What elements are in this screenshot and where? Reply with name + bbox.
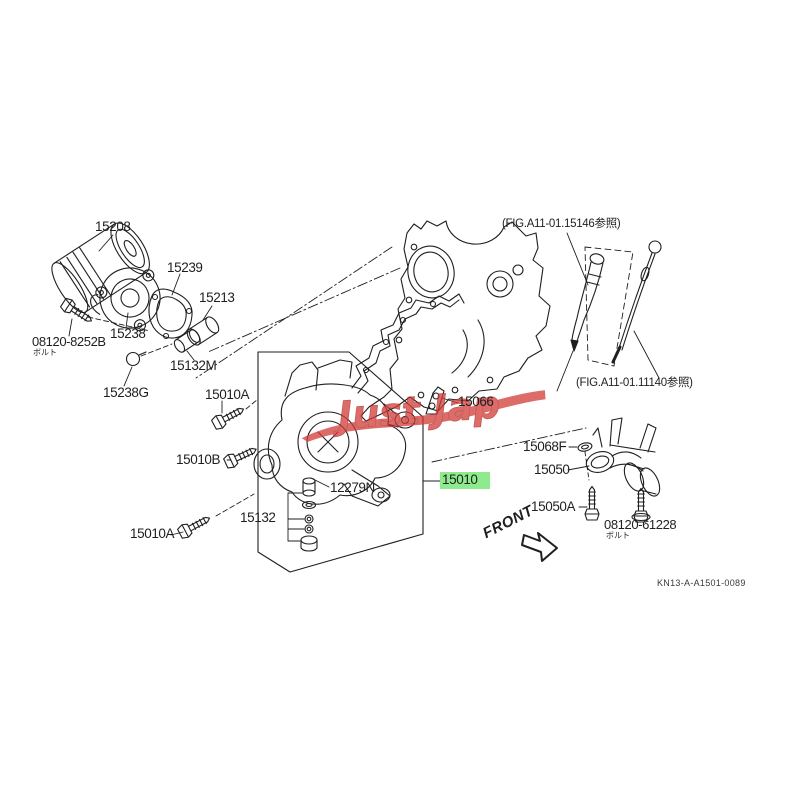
part-label-15010a-top: 15010A [205, 387, 250, 402]
bolt-15010a-bottom-drawing [176, 511, 214, 541]
oil-strainer-drawing [577, 417, 661, 497]
part-label-15010-highlighted: 15010 [440, 472, 490, 489]
oil-filter-drawing [51, 222, 150, 314]
pump-panel-outline [257, 351, 424, 573]
gasket-drawing [148, 288, 193, 340]
watermark: Just Jap [301, 382, 546, 442]
part-label-15010a-bottom: 15010A [130, 526, 175, 541]
bolt-08120-61228-drawing [631, 487, 651, 523]
dipstick-drawing [611, 240, 662, 364]
front-arrow [521, 532, 558, 562]
relief-valve-stack-drawing [287, 477, 318, 552]
part-label-15066: 15066 [458, 394, 494, 409]
part-label-15213: 15213 [199, 290, 235, 305]
part-label-15068f: 15068F [523, 439, 567, 454]
construction-lines [195, 246, 587, 463]
drawing-code: KN13-A-A1501-0089 [657, 578, 746, 588]
part-label-15238: 15238 [110, 326, 146, 341]
dipstick-dash-box [584, 246, 634, 367]
part-label-15132m: 15132M [170, 358, 217, 373]
part-label-15010b: 15010B [176, 452, 221, 467]
part-label-12279n: 12279N [330, 480, 375, 495]
watermark-text: Just Jap [330, 382, 502, 438]
dipstick-tube-drawing [556, 253, 605, 392]
part-label-08120-8252b: 08120-8252B [32, 334, 106, 349]
part-label-15208: 15208 [95, 219, 131, 234]
oil-pump-body-drawing [253, 359, 416, 507]
engine-block-drawing [360, 220, 551, 422]
short-dash-lines [87, 316, 259, 517]
part-label-15132: 15132 [240, 510, 276, 525]
bolt-note-left: ボルト [33, 348, 57, 357]
cap-15238g-drawing [125, 351, 147, 367]
bolt-15050a-drawing [584, 485, 600, 521]
leader-lines [68, 232, 660, 536]
filter-bracket-drawing [90, 267, 161, 332]
part-label-15238g: 15238G [103, 385, 149, 400]
part-label-15239: 15239 [167, 260, 203, 275]
part-label-15050a: 15050A [531, 499, 576, 514]
fig-reference-top: (FIG.A11-01.15146参照) [502, 218, 621, 230]
bolt-15010a-top-drawing [210, 402, 248, 432]
front-cover-gasket-drawing [351, 293, 465, 415]
bolt-note-right: ボルト [606, 531, 630, 540]
fig-reference-bottom: (FIG.A11-01.11140参照) [576, 377, 693, 389]
part-label-15050: 15050 [534, 462, 570, 477]
part-label-08120-61228: 08120-61228 [604, 517, 677, 532]
bolt-08120-8252b-drawing [58, 296, 96, 328]
valve-15132m-drawing [173, 329, 201, 353]
